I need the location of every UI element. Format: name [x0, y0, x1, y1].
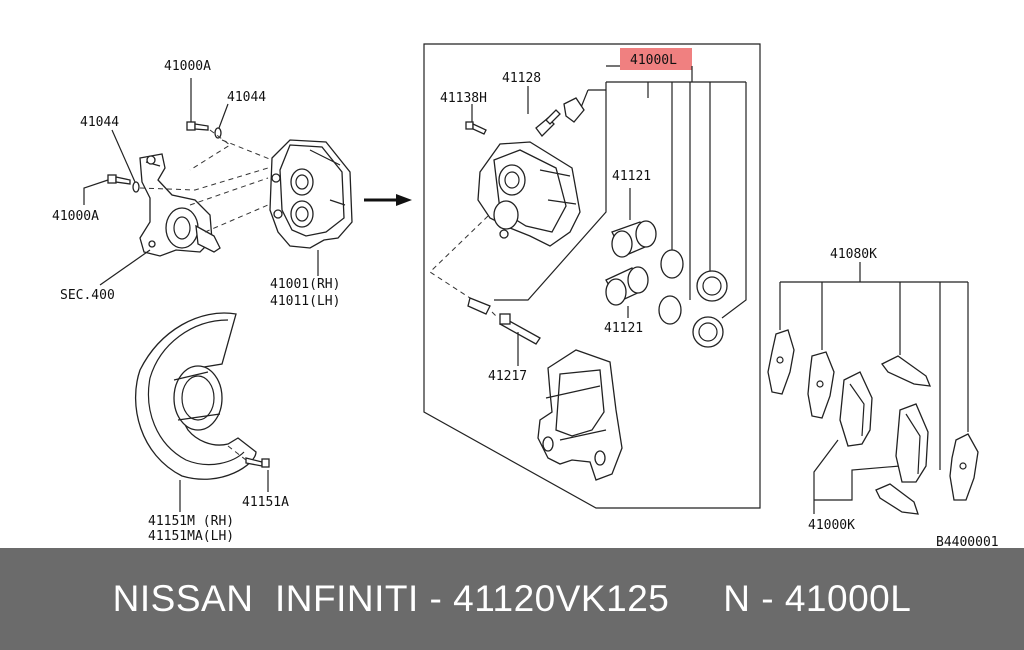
footer-bar: NISSAN INFINITI - 41120VK125 N - 41000L	[0, 548, 1024, 650]
label-41151m-rh: 41151M (RH)	[148, 514, 234, 529]
clip-bottom-drawing	[875, 483, 919, 515]
label-41044-top: 41044	[227, 90, 266, 105]
label-41151ma-lh: 41151MA(LH)	[148, 529, 234, 544]
cap-drawing	[563, 97, 585, 123]
shim-left-drawing	[767, 329, 795, 395]
label-41000k: 41000K	[808, 518, 855, 533]
footer-part-number: NISSAN INFINITI - 41120VK125 N - 41000L	[112, 578, 912, 619]
label-41000l: 41000L	[630, 53, 677, 68]
guide-pin-drawing	[467, 297, 541, 345]
label-41080k: 41080K	[830, 247, 877, 262]
label-41000a-top: 41000A	[164, 59, 211, 74]
shim-right-drawing	[949, 433, 979, 501]
dust-boot-bottom-drawing	[692, 316, 724, 348]
bolt-41000a-left-drawing	[83, 129, 140, 205]
clip-top-drawing	[881, 355, 932, 387]
caliper-bracket-drawing	[537, 349, 623, 481]
bolt-41138h-drawing	[465, 104, 487, 135]
label-diagram-code: B4400001	[936, 535, 999, 548]
piston-seal-top	[660, 249, 684, 279]
bolt-41000a-top-drawing	[186, 78, 209, 131]
caliper-kit-bracket-box	[423, 43, 761, 509]
piston-top-drawing	[611, 220, 657, 258]
label-41000a-left: 41000A	[52, 209, 99, 224]
label-41001-rh: 41001(RH)	[270, 277, 340, 292]
highlight-41000l	[620, 48, 692, 70]
label-41151a: 41151A	[242, 495, 289, 510]
caliper-body-drawing	[477, 141, 581, 247]
shim-left-2-drawing	[807, 351, 835, 419]
dust-boot-top-drawing	[696, 270, 728, 302]
label-sec400: SEC.400	[60, 288, 115, 303]
label-41121-bottom: 41121	[604, 321, 643, 336]
label-41217: 41217	[488, 369, 527, 384]
label-41044-left: 41044	[80, 115, 119, 130]
washer-41044-top-drawing	[214, 103, 229, 139]
piston-bottom-drawing	[605, 266, 649, 306]
brake-pad-outer-drawing	[895, 403, 929, 483]
label-41121-top: 41121	[612, 169, 651, 184]
label-41138h: 41138H	[440, 91, 487, 106]
piston-seal-bottom	[658, 295, 682, 325]
arrow-right-icon	[364, 194, 412, 206]
steering-knuckle-drawing	[139, 153, 221, 257]
caliper-assembly-41001-drawing	[269, 139, 353, 249]
dust-shield-41151m-drawing	[134, 312, 257, 480]
brake-pad-inner-drawing	[839, 371, 873, 447]
bleeder-41128-drawing	[527, 86, 561, 137]
label-41011-lh: 41011(LH)	[270, 294, 340, 309]
label-41128: 41128	[502, 71, 541, 86]
bolt-41151a-drawing	[227, 445, 270, 492]
brake-parts-diagram: 41000A 41044 41044 41000A SEC.400 41001(…	[52, 43, 999, 548]
